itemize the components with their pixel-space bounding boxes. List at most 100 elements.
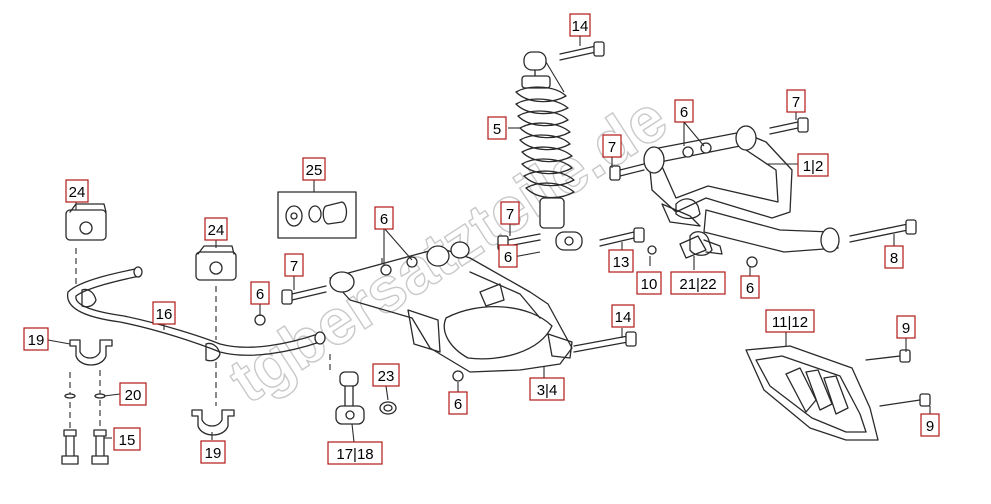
label-6-upper: 6	[674, 99, 694, 123]
bolt-8	[849, 219, 917, 243]
label-1-2: 1|2	[797, 153, 829, 177]
nut-6-bottom	[452, 370, 464, 382]
lower-a-arm	[329, 241, 573, 373]
svg-text:21|22: 21|22	[679, 276, 716, 293]
label-23: 23	[372, 363, 400, 387]
svg-text:14: 14	[615, 309, 632, 326]
washer-20-a	[64, 393, 76, 399]
svg-text:6: 6	[256, 286, 264, 303]
svg-text:7: 7	[506, 206, 514, 223]
svg-text:3|4: 3|4	[537, 382, 558, 399]
label-21-22: 21|22	[670, 271, 726, 295]
nut-6-left	[254, 314, 266, 326]
svg-text:16: 16	[156, 306, 173, 323]
label-16: 16	[152, 301, 176, 325]
stabilizer-bar	[67, 266, 326, 362]
stabilizer-link	[335, 371, 365, 425]
shock-absorber	[515, 51, 583, 251]
label-10: 10	[636, 271, 662, 295]
label-14-lower: 14	[611, 304, 635, 328]
bushing-kit	[277, 191, 357, 239]
bolt-9-a	[865, 349, 911, 363]
label-5: 5	[487, 116, 507, 140]
svg-text:7: 7	[792, 94, 800, 111]
svg-text:6: 6	[680, 104, 688, 121]
svg-text:7: 7	[608, 139, 616, 156]
bolt-15-a	[61, 429, 79, 465]
label-6-left: 6	[250, 281, 270, 305]
svg-text:11|12: 11|12	[772, 314, 808, 331]
clamp-19-bottom	[191, 409, 235, 436]
label-13: 13	[608, 249, 634, 273]
bolt-13	[599, 227, 645, 247]
bolt-14-lower	[573, 331, 637, 353]
label-6-bottom: 6	[448, 391, 468, 415]
svg-text:13: 13	[613, 254, 630, 271]
washer-20-b	[94, 393, 106, 399]
label-7-middle: 7	[500, 201, 520, 225]
label-17-18: 17|18	[327, 441, 383, 465]
ring-23-inner	[383, 404, 393, 412]
upper-a-arm	[643, 125, 840, 256]
label-7-lower: 7	[284, 253, 304, 277]
svg-text:23: 23	[378, 368, 395, 385]
svg-text:8: 8	[890, 250, 898, 267]
watermark-text: tgbersatzteile.de	[216, 81, 679, 416]
svg-text:17|18: 17|18	[336, 446, 373, 463]
svg-text:19: 19	[28, 332, 45, 349]
label-6-middle: 6	[498, 244, 518, 268]
bolt-7-right	[769, 117, 809, 135]
svg-text:9: 9	[902, 320, 910, 337]
label-19-left: 19	[23, 327, 49, 351]
nut-6-upper	[682, 146, 694, 158]
svg-text:10: 10	[641, 276, 658, 293]
bolt-7-lower	[281, 285, 327, 305]
svg-text:20: 20	[125, 387, 142, 404]
svg-text:24: 24	[69, 184, 86, 201]
label-7-right: 7	[786, 89, 806, 113]
skid-plate	[745, 345, 879, 441]
svg-text:25: 25	[306, 162, 323, 179]
label-24-right: 24	[204, 217, 228, 241]
label-14-top: 14	[569, 13, 591, 37]
svg-text:9: 9	[926, 418, 934, 435]
svg-text:14: 14	[572, 18, 589, 35]
svg-text:6: 6	[746, 280, 754, 297]
clamp-19-left	[69, 339, 113, 366]
svg-text:24: 24	[208, 222, 225, 239]
label-20: 20	[119, 382, 147, 406]
bolt-15-b	[91, 429, 109, 465]
svg-text:15: 15	[119, 432, 136, 449]
label-9-top: 9	[896, 315, 916, 339]
svg-text:1|2: 1|2	[803, 158, 824, 175]
rubber-mount-24-left	[65, 203, 107, 241]
label-7-upper-left: 7	[602, 134, 622, 158]
label-11-12: 11|12	[765, 309, 815, 333]
svg-text:6: 6	[380, 211, 388, 228]
bracket-21-22	[679, 235, 723, 259]
label-6-lower-arm: 6	[374, 206, 394, 230]
svg-text:6: 6	[504, 249, 512, 266]
label-24-left: 24	[65, 179, 89, 203]
label-8: 8	[884, 245, 904, 269]
rubber-mount-24-right	[195, 245, 237, 281]
label-15: 15	[113, 427, 141, 451]
label-19-bottom: 19	[200, 440, 226, 464]
bolt-9-b	[879, 393, 931, 407]
nut-6-a	[380, 264, 392, 276]
svg-text:5: 5	[493, 121, 501, 138]
nut-6-right	[746, 256, 758, 268]
leader-lines	[47, 36, 931, 443]
nut-6-b	[406, 256, 418, 268]
nut-10	[647, 245, 657, 255]
label-25: 25	[302, 157, 326, 181]
bolt-7-upper	[609, 163, 645, 181]
svg-text:19: 19	[205, 445, 222, 462]
svg-text:7: 7	[290, 258, 298, 275]
ring-23	[379, 401, 397, 415]
label-6-right: 6	[740, 275, 760, 299]
svg-text:6: 6	[454, 396, 462, 413]
label-9-bottom: 9	[920, 413, 940, 437]
bolt-top-shock	[559, 41, 605, 61]
